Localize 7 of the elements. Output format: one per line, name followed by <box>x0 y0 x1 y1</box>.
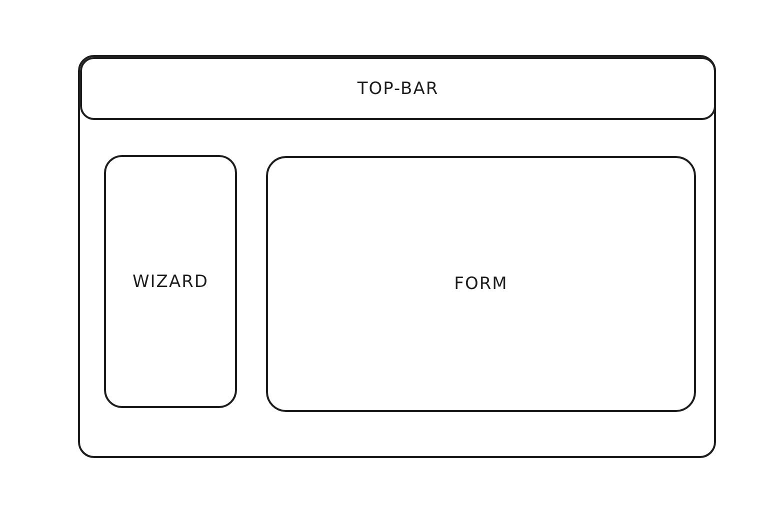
panel-label: FORM <box>454 274 508 294</box>
panel-box <box>80 57 716 120</box>
panel-box <box>104 155 237 408</box>
panel-box <box>266 156 696 412</box>
panel-label: WIZARD <box>132 272 208 292</box>
panel-label: TOP-BAR <box>357 78 439 98</box>
frame-box <box>78 55 716 458</box>
